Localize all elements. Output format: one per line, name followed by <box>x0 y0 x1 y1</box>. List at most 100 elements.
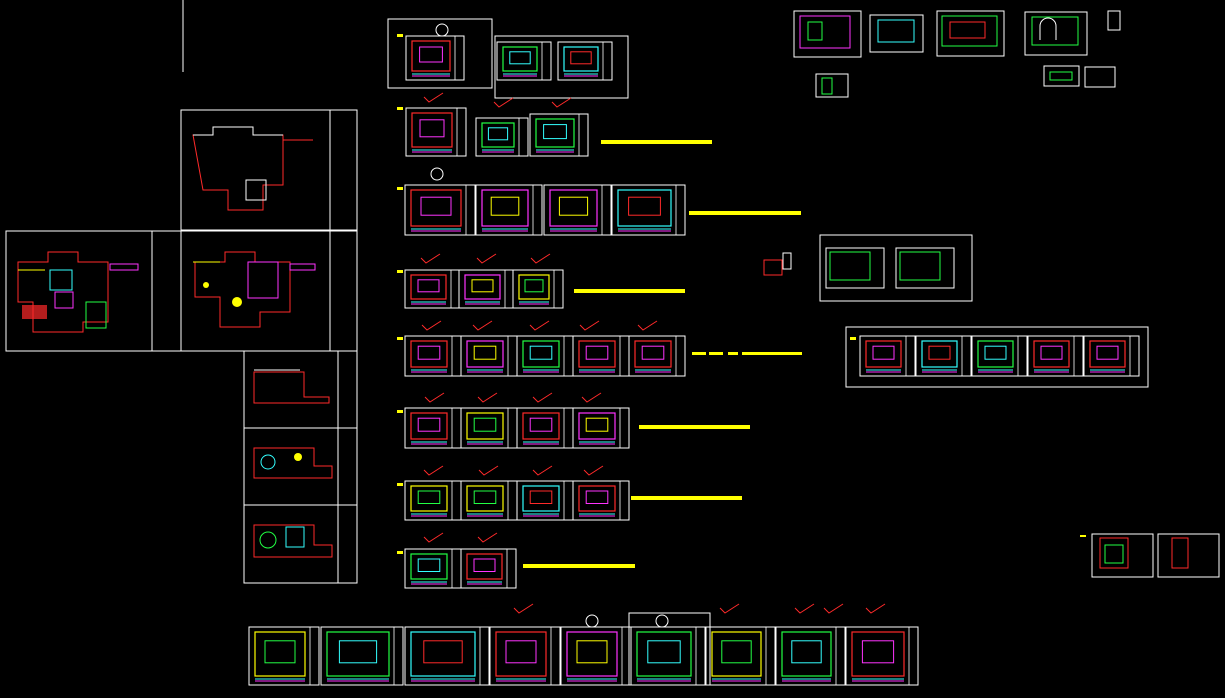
elevation-sheet[interactable] <box>460 480 518 521</box>
elevation-sheet[interactable] <box>572 480 630 521</box>
elevation-sheet[interactable] <box>516 480 574 521</box>
elevation-sheet[interactable] <box>405 107 467 157</box>
elevation-sheet[interactable] <box>404 335 462 377</box>
title-block-icon <box>619 407 630 449</box>
check-mark-icon <box>476 253 497 264</box>
elevation-sheet[interactable] <box>516 407 574 449</box>
elevation-sheet[interactable] <box>458 269 515 309</box>
elevation-sheet[interactable] <box>572 335 630 377</box>
check-mark-icon <box>423 532 444 543</box>
elevation-sheet[interactable] <box>516 335 574 377</box>
elevation-sheet[interactable] <box>529 113 589 157</box>
elevation-sheet[interactable] <box>705 626 776 686</box>
check-mark-icon <box>477 532 498 543</box>
elevation-sheet[interactable] <box>543 184 612 236</box>
elevation-sheet[interactable] <box>572 407 630 449</box>
elevation-sheet[interactable] <box>460 548 517 589</box>
elevation-sheet[interactable] <box>496 41 552 81</box>
elevation-sheet[interactable] <box>611 184 686 236</box>
floor-plan-sheet-2[interactable] <box>5 230 182 352</box>
check-mark-icon <box>421 320 442 331</box>
elevation-sheet[interactable] <box>404 480 462 521</box>
title-block-icon <box>835 626 846 686</box>
title-block-icon <box>309 626 320 686</box>
elevation-sheet[interactable] <box>859 335 916 377</box>
title-block-icon <box>602 41 613 81</box>
check-mark-icon <box>865 603 886 614</box>
elevation-sheet[interactable] <box>404 548 462 589</box>
circle-marker-icon <box>435 23 449 37</box>
thumbnail-sheet-5[interactable] <box>1107 10 1121 31</box>
elevation-sheet[interactable] <box>248 626 320 686</box>
elevation-sheet[interactable] <box>775 626 846 686</box>
bottom-right-pair[interactable] <box>1080 533 1220 578</box>
thumbnail-sheet-3[interactable] <box>936 10 1005 57</box>
floor-plan-sheets[interactable] <box>5 109 358 584</box>
elevation-sheet[interactable] <box>405 35 465 81</box>
title-block-icon <box>905 335 916 377</box>
check-mark-icon <box>424 392 445 403</box>
elevation-sheet[interactable] <box>630 626 706 686</box>
floor-plan-sheet-5[interactable] <box>243 427 358 506</box>
right-row-frame[interactable] <box>845 326 1149 388</box>
check-mark-icon <box>423 465 444 476</box>
check-mark-icon <box>532 392 553 403</box>
row-marker <box>397 270 403 273</box>
top-right-thumbnails[interactable] <box>793 10 1121 98</box>
elevation-sheet[interactable] <box>845 626 919 686</box>
check-mark-icon <box>581 392 602 403</box>
elevation-sheets[interactable] <box>248 18 919 686</box>
elevation-sheet[interactable] <box>560 626 632 686</box>
elevation-sheet[interactable] <box>404 269 461 309</box>
elevation-sheet[interactable] <box>404 184 476 236</box>
elevation-sheet[interactable] <box>1083 335 1140 377</box>
title-block-icon <box>550 626 561 686</box>
elevation-sheet[interactable] <box>475 184 543 236</box>
circle-marker-icon <box>585 614 599 628</box>
elevation-sheet[interactable] <box>460 407 518 449</box>
floor-plan-sheet-3[interactable] <box>180 230 358 352</box>
elevation-sheet[interactable] <box>320 626 404 686</box>
elevation-sheet[interactable] <box>628 335 686 377</box>
elevation-sheet[interactable] <box>475 117 529 157</box>
thumbnail-sheet-1[interactable] <box>793 10 862 58</box>
circle-marker-icon <box>430 167 444 181</box>
title-block-icon <box>553 269 564 309</box>
right-row-sheets[interactable] <box>850 335 1140 377</box>
small-detail <box>763 259 783 276</box>
highlight-bar <box>574 289 685 293</box>
elevation-sheet[interactable] <box>489 626 561 686</box>
circle-marker-icon <box>655 614 669 628</box>
group-frame[interactable] <box>494 35 629 99</box>
highlight-bar <box>689 211 801 215</box>
title-block-icon <box>1129 335 1140 377</box>
group-frame[interactable] <box>387 18 493 89</box>
title-block-icon <box>393 626 404 686</box>
check-mark-icon <box>823 603 844 614</box>
elevation-sheet[interactable] <box>557 41 613 81</box>
title-block-icon <box>465 184 476 236</box>
row-marker <box>397 107 403 110</box>
elevation-sheet[interactable] <box>512 269 564 309</box>
title-block-icon <box>1073 335 1084 377</box>
elevation-sheet[interactable] <box>460 335 518 377</box>
elevation-sheet[interactable] <box>1027 335 1084 377</box>
check-mark-icon <box>794 603 815 614</box>
right-middle-group[interactable] <box>763 234 973 302</box>
thumbnail-sheet-7[interactable] <box>1043 65 1080 87</box>
highlight-bar <box>523 564 635 568</box>
elevation-sheet[interactable] <box>971 335 1028 377</box>
title-block-icon <box>675 335 686 377</box>
check-mark-icon <box>579 320 600 331</box>
thumbnail-sheet-8[interactable] <box>1084 66 1116 88</box>
elevation-sheet[interactable] <box>404 407 462 449</box>
group-frame[interactable] <box>819 234 973 302</box>
elevation-sheet[interactable] <box>404 626 490 686</box>
group-frame[interactable] <box>628 612 711 686</box>
floor-plan-sheet-4[interactable] <box>243 350 358 429</box>
title-block-icon <box>578 113 589 157</box>
elevation-sheet[interactable] <box>915 335 972 377</box>
check-mark-icon <box>719 603 740 614</box>
floor-plan-sheet-1[interactable] <box>180 109 358 231</box>
